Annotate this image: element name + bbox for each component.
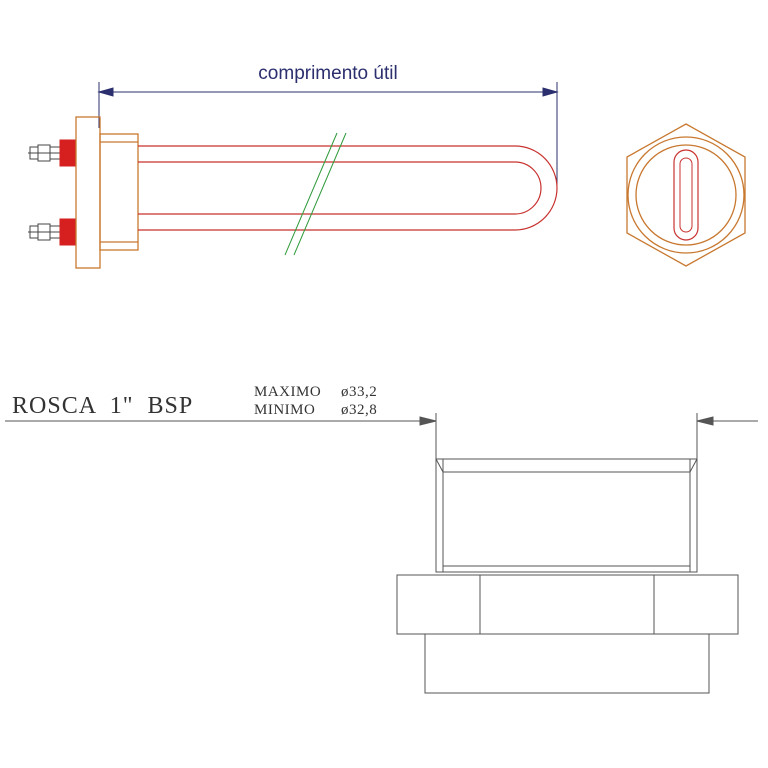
inner-circle [635,144,737,246]
terminal-upper [28,139,77,167]
thread-spec: ROSCA 1" BSP MAXIMO ø33,2 MINIMO ø32,8 [12,384,377,419]
thread-diameter-dimension [5,413,758,472]
thread-main-label: ROSCA 1" BSP [12,393,193,419]
thread-max-label: MAXIMO [254,384,321,400]
heating-element-end-view [626,123,746,267]
terminal-lower [28,218,77,246]
flange-body [75,116,139,269]
hex-outline [626,123,746,267]
fitting-side-view [396,458,739,694]
terminal-slot-inner [679,157,693,233]
heating-tube [138,145,558,231]
thread-min-label: MINIMO [254,402,315,418]
length-dimension-label: comprimento útil [258,63,397,84]
break-lines [284,132,347,256]
thread-max-value: ø33,2 [341,384,377,400]
thread-min-value: ø32,8 [341,402,377,418]
length-dimension [97,82,559,190]
terminal-slot-outer [673,149,699,241]
outer-circle [627,136,745,254]
heating-element-side-view: comprimento útil [28,63,559,269]
